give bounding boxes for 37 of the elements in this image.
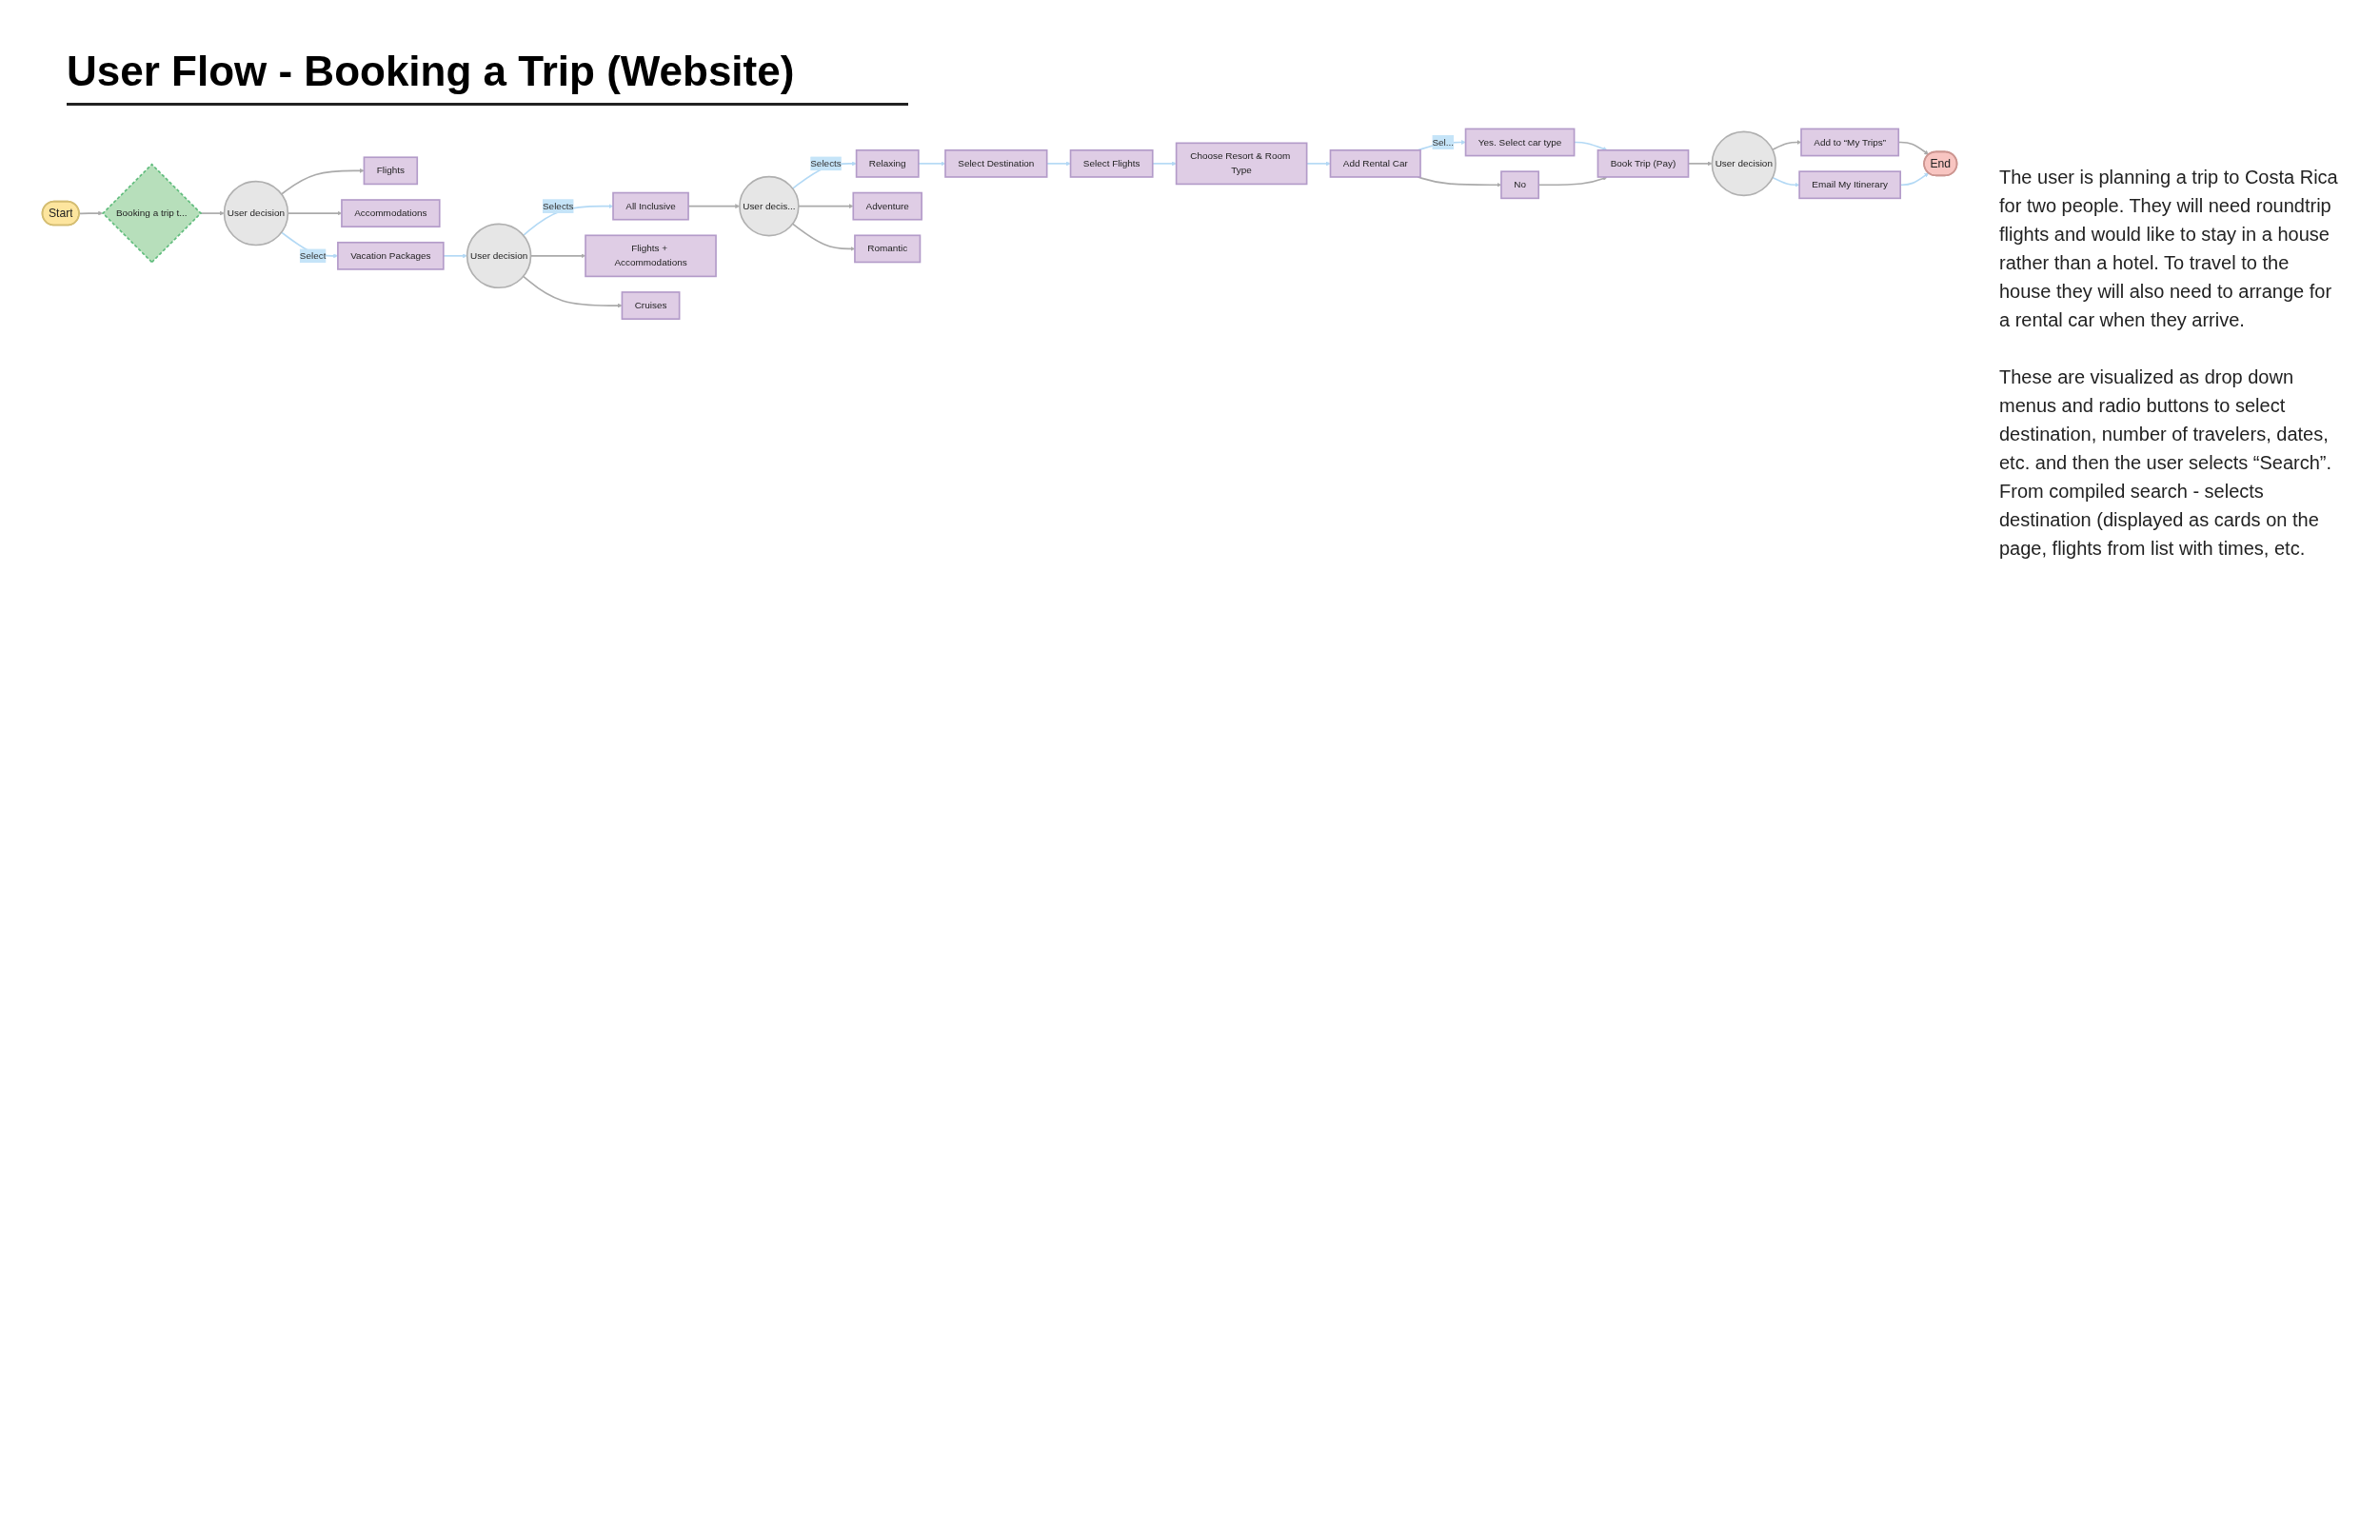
arrow [1772, 140, 1802, 151]
node-box: Select Flights [1069, 148, 1154, 178]
node-circle: User decision [1711, 130, 1777, 197]
diagram-title: User Flow - Booking a Trip (Website) [67, 48, 909, 106]
node-box: Add to “My Trips” [1800, 128, 1900, 157]
node-box: Book Trip (Pay) [1597, 148, 1690, 178]
node-circle: User decision [223, 180, 289, 247]
node-box: Accommodations [341, 199, 441, 227]
node-box: Adventure [852, 191, 922, 221]
node-box: All Inclusive [612, 191, 689, 221]
arrow [1772, 176, 1800, 188]
arrow [522, 275, 623, 308]
node-box: Select Destination [944, 148, 1048, 178]
node-box: Flights + Accommodations [585, 234, 717, 278]
node-circle: User decision [466, 223, 532, 289]
arrow [199, 210, 225, 216]
edge-label: Selects [810, 158, 842, 169]
node-diamond: Booking a trip t... [101, 163, 203, 264]
node-box: Add Rental Car [1329, 148, 1421, 178]
arrow [78, 210, 104, 216]
node-box: Cruises [621, 291, 681, 320]
node-box: Email My Itinerary [1798, 170, 1902, 200]
note-text: The user is planning a trip to Costa Rica for two people. They will need roundtrip flights and would like to stay in a house rather than a hotel. To travel to the house they will also need to arrange for a rental car when they arrive. [1999, 166, 2339, 332]
node-box: Yes. Select car type [1464, 128, 1576, 157]
edge-label: Select [299, 250, 327, 262]
node-box: Flights [363, 156, 419, 186]
note-text: These are visualized as drop down menus and radio buttons to select destination, number of travelers, dates, etc. and then the user selects “Search”. From compiled search - selects destination (displayed as cards on the page, flights from list with times, etc. [1999, 365, 2333, 561]
node-box: No [1500, 170, 1539, 200]
node-circle: User decis... [739, 175, 800, 237]
node-box: Vacation Packages [337, 241, 445, 270]
node-box: Choose Resort & Room Type [1175, 142, 1308, 186]
node-box: Relaxing [855, 148, 920, 178]
edge-label: Selects [542, 200, 574, 211]
edge-label: Sel... [1432, 136, 1455, 148]
arrow [280, 168, 365, 195]
arrow [443, 253, 467, 259]
node-box: Romantic [854, 234, 922, 264]
